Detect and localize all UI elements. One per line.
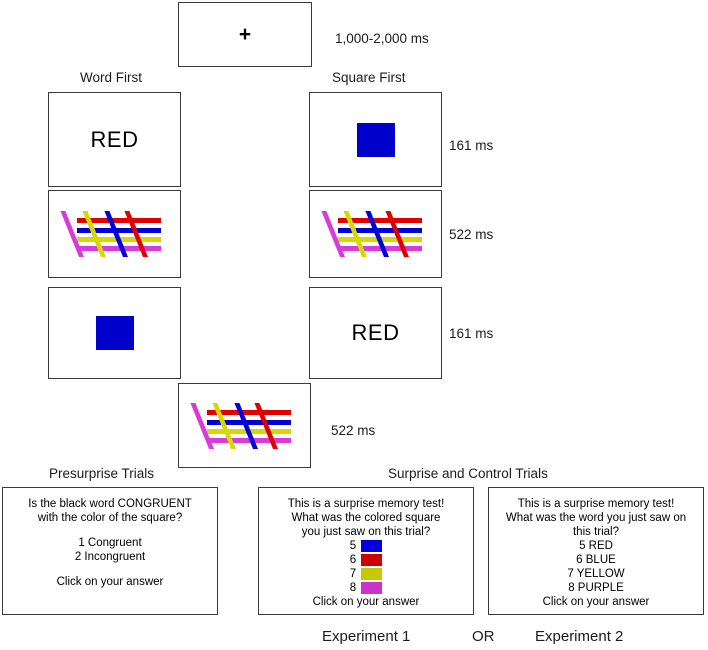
experiment2-footer: Click on your answer	[542, 596, 650, 608]
color-swatch-red[interactable]	[361, 554, 383, 566]
experiment1-label: Experiment 1	[322, 628, 411, 645]
experiment2-line-3: this trial?	[572, 526, 620, 538]
experiment2-label: Experiment 2	[535, 628, 624, 645]
experiment2-option-6[interactable]: 6 BLUE	[576, 554, 616, 566]
timing-label-row4: 522 ms	[331, 423, 376, 438]
mask-pattern-icon	[320, 211, 422, 257]
option-number: 6	[349, 554, 357, 566]
color-square-blue	[356, 122, 395, 157]
experiment1-line-1: This is a surprise memory test!	[287, 498, 445, 510]
column-label-word-first: Word First	[80, 70, 143, 85]
presurprise-line-2: with the color of the square?	[37, 512, 183, 524]
experiment2-line-2: What was the word you just saw on	[505, 512, 687, 524]
word-first-stage-square	[48, 287, 181, 379]
spacer	[3, 525, 217, 536]
fixation-stage: +	[178, 2, 312, 67]
presurprise-panel: Is the black word CONGRUENT with the col…	[2, 487, 218, 615]
or-divider-label: OR	[472, 628, 495, 645]
presurprise-footer: Click on your answer	[56, 576, 164, 588]
color-square-blue	[95, 316, 134, 350]
experiment2-option-7[interactable]: 7 YELLOW	[567, 568, 625, 580]
experiment2-panel: This is a surprise memory test! What was…	[488, 487, 704, 615]
timing-label-row1: 161 ms	[449, 138, 494, 153]
experiment2-option-8[interactable]: 8 PURPLE	[568, 582, 624, 594]
experiment1-option-6[interactable]: 6	[259, 553, 473, 567]
experiment1-footer: Click on your answer	[312, 596, 420, 608]
square-first-stage-square	[309, 92, 442, 187]
stimulus-word: RED	[351, 320, 400, 345]
experiment1-option-5[interactable]: 5	[259, 539, 473, 553]
experiment1-line-2: What was the colored square	[291, 512, 441, 524]
square-first-stage-mask	[309, 190, 442, 278]
experiment2-option-5[interactable]: 5 RED	[579, 540, 613, 552]
color-swatch-yellow[interactable]	[361, 568, 383, 580]
mask-pattern-icon	[189, 402, 291, 449]
word-first-stage-mask	[48, 190, 181, 278]
fixation-cross-icon: +	[238, 23, 252, 46]
experiment1-option-7[interactable]: 7	[259, 567, 473, 581]
experiment2-line-1: This is a surprise memory test!	[517, 498, 675, 510]
column-label-square-first: Square First	[332, 70, 406, 85]
timing-label-row2: 522 ms	[449, 227, 494, 242]
color-swatch-blue[interactable]	[361, 540, 383, 552]
presurprise-option-1[interactable]: 1 Congruent	[78, 537, 142, 549]
timing-label-row3: 161 ms	[449, 326, 494, 341]
final-mask-stage	[178, 383, 311, 468]
experiment1-option-8[interactable]: 8	[259, 581, 473, 595]
presurprise-option-2[interactable]: 2 Incongruent	[74, 551, 146, 563]
mask-pattern-icon	[59, 211, 161, 257]
presurprise-line-1: Is the black word CONGRUENT	[28, 498, 192, 510]
color-swatch-purple[interactable]	[361, 582, 383, 594]
word-first-stage-word: RED	[48, 92, 181, 187]
experiment1-line-3: you just saw on this trial?	[301, 526, 431, 538]
section-label-surprise-control: Surprise and Control Trials	[388, 466, 548, 481]
option-number: 7	[349, 568, 357, 580]
option-number: 5	[349, 540, 357, 552]
stimulus-word: RED	[90, 126, 139, 152]
fixation-duration-label: 1,000-2,000 ms	[335, 31, 429, 46]
spacer	[3, 564, 217, 575]
option-number: 8	[349, 582, 357, 594]
section-label-presurprise: Presurprise Trials	[49, 466, 155, 481]
square-first-stage-word: RED	[309, 287, 442, 379]
experiment1-panel: This is a surprise memory test! What was…	[258, 487, 474, 615]
